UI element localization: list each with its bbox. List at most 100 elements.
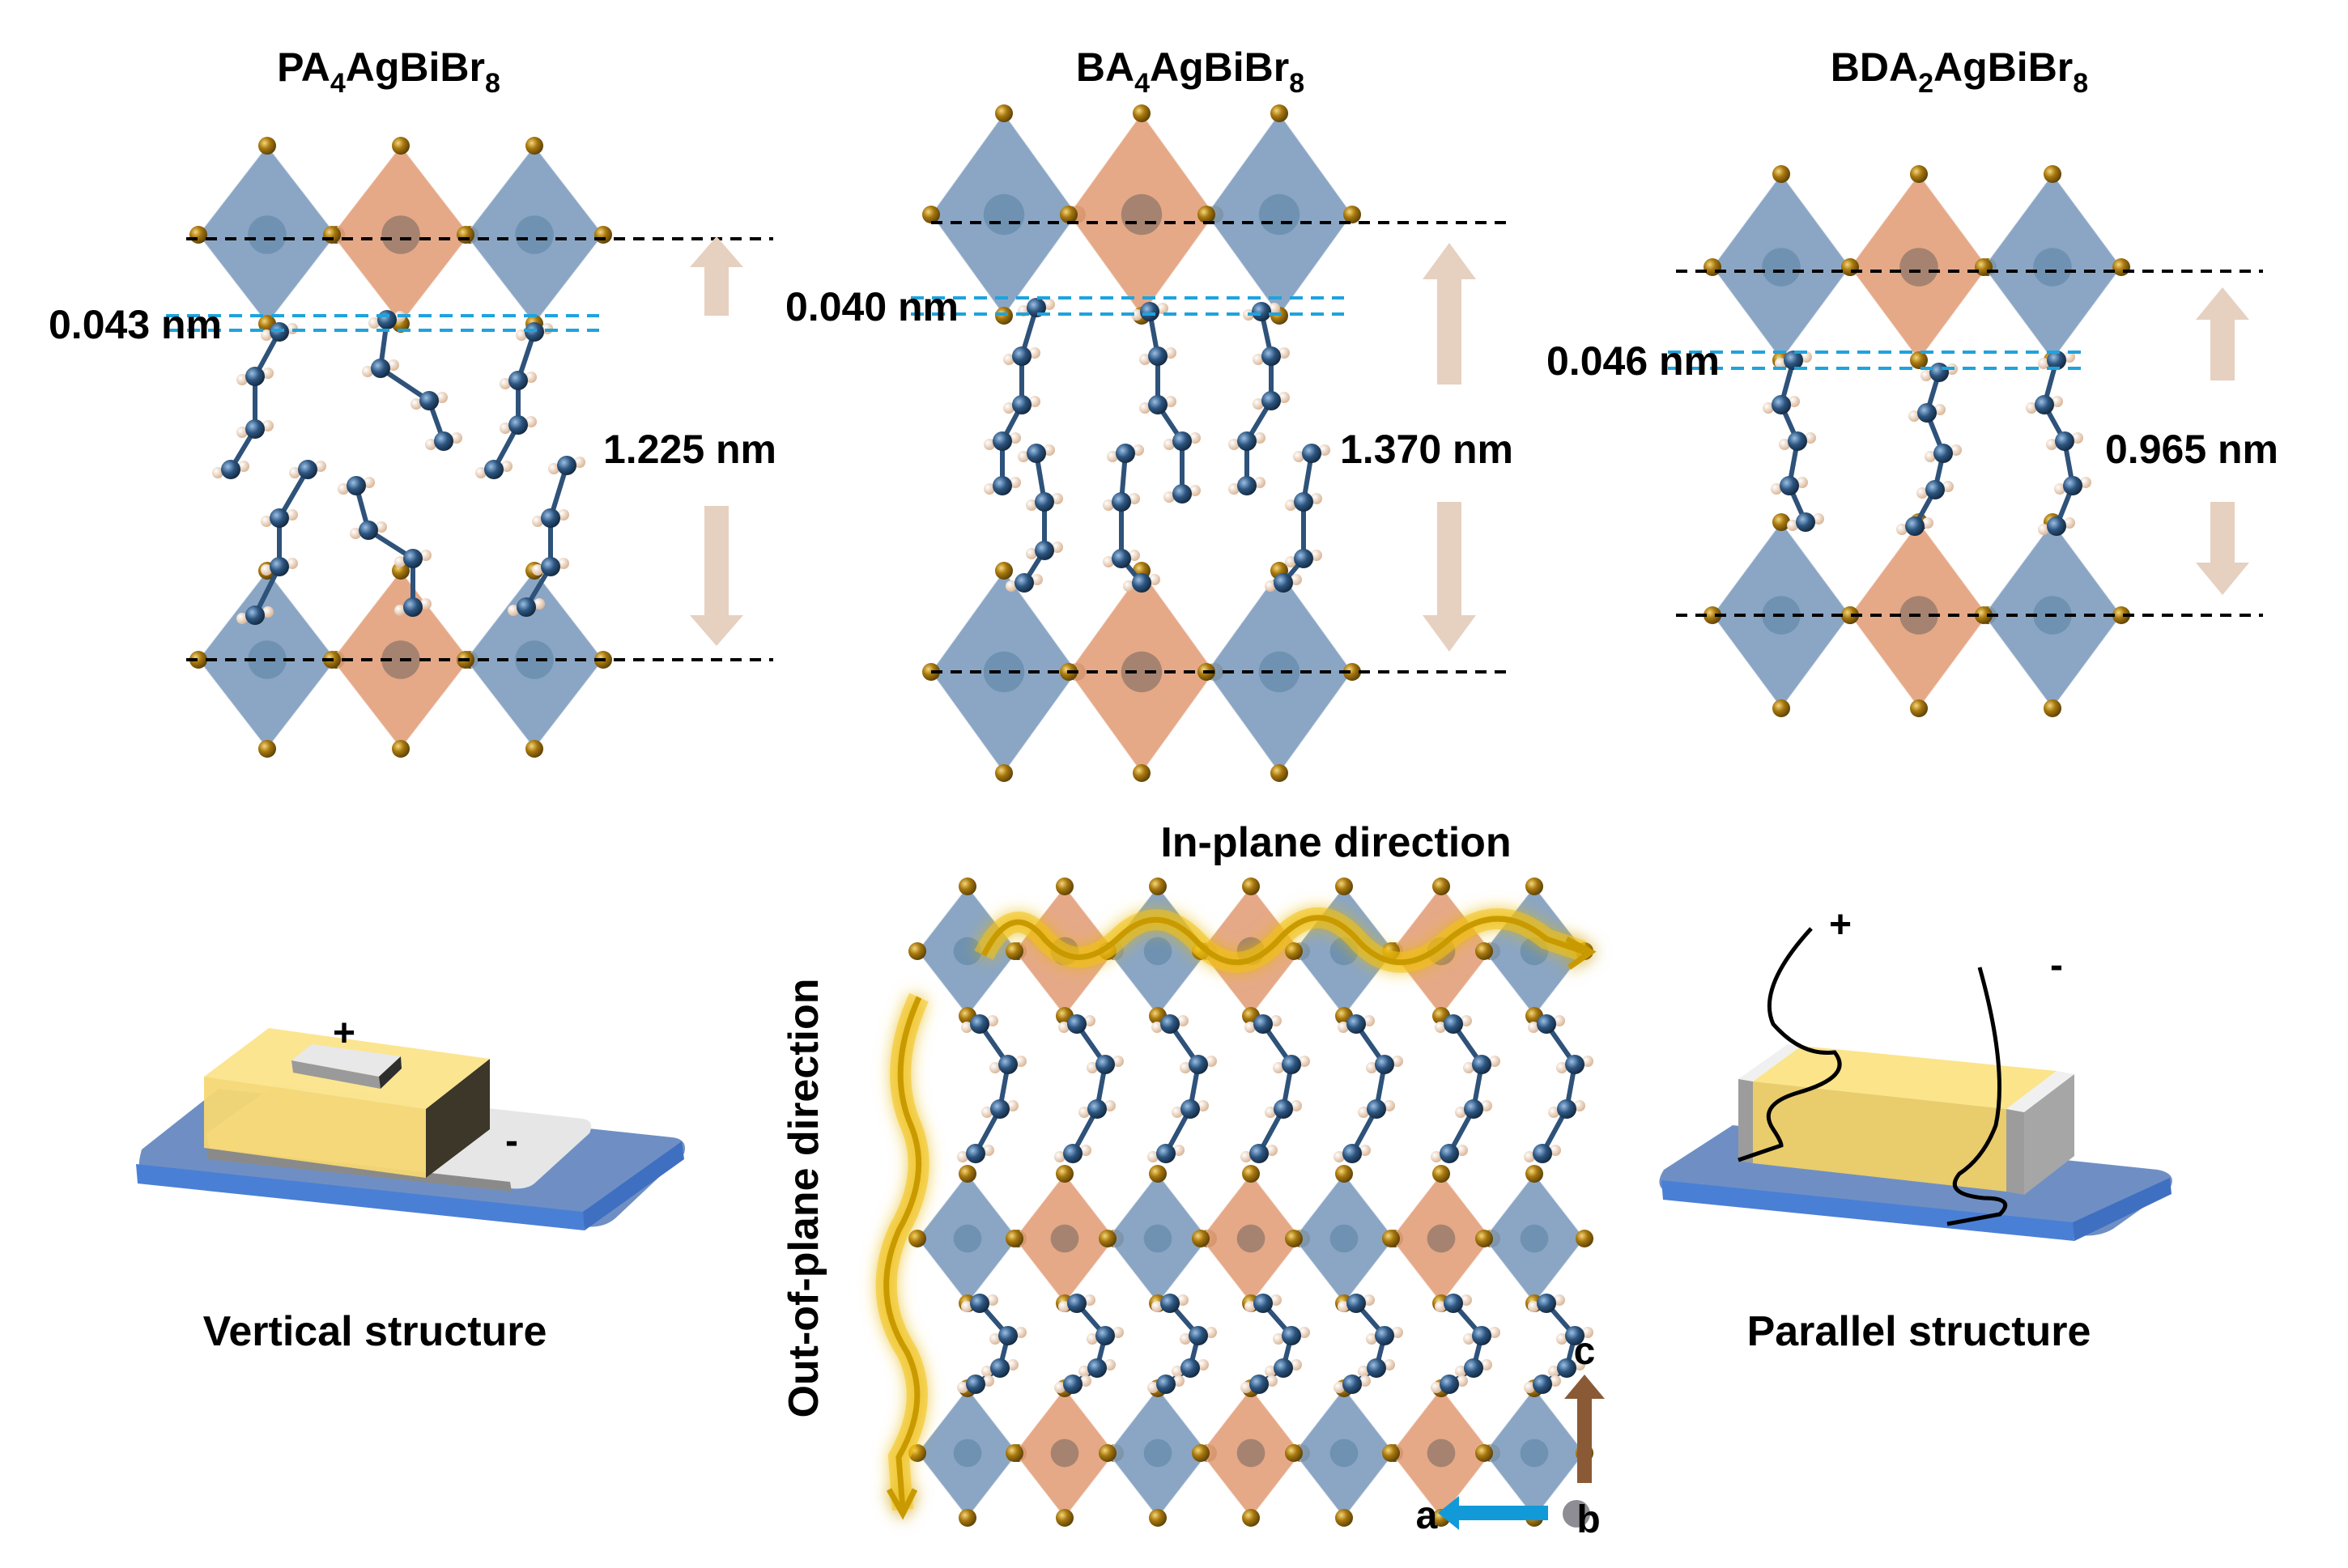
br-atom [1006, 1230, 1023, 1247]
top-electrode [291, 1044, 401, 1077]
panel-title-bda2: BDA2AgBiBr8 [1831, 45, 2088, 99]
hydrogen-atom [957, 1382, 968, 1393]
br-atom [2044, 699, 2061, 717]
hydrogen-atom [1358, 1366, 1369, 1377]
hydrogen-atom [1550, 1375, 1561, 1387]
hydrogen-atom [1548, 1366, 1559, 1377]
hydrogen-atom [983, 1375, 994, 1387]
carbon-atom [1788, 431, 1807, 451]
carbon-atom [1367, 1099, 1386, 1119]
hydrogen-atom [1392, 1327, 1403, 1338]
nitrogen-atom [1784, 351, 1803, 370]
hydrogen-atom [364, 477, 375, 488]
br-atom [1149, 1165, 1167, 1183]
hydrogen-atom [1461, 1015, 1472, 1026]
hydrogen-atom [1463, 1062, 1474, 1073]
br-atom [1149, 877, 1167, 895]
hydrogen-atom [1556, 1062, 1567, 1073]
br-atom [959, 1509, 976, 1527]
hbond-gap-label: 0.046 nm [1546, 338, 1720, 384]
metal-center-atom [1899, 248, 1938, 287]
perovskite-film-side [426, 1059, 490, 1178]
distance-arrow-up [1423, 243, 1476, 385]
hydrogen-atom [574, 457, 585, 468]
hydrogen-atom [368, 317, 380, 329]
hydrogen-atom [1165, 396, 1176, 407]
in-plane-transport-path [980, 915, 1584, 966]
hydrogen-atom [1278, 347, 1290, 359]
nitrogen-atom [1160, 1294, 1180, 1313]
bond [379, 366, 431, 403]
br-atom [1704, 606, 1721, 624]
br-atom [525, 740, 543, 758]
hydrogen-atom [350, 528, 361, 539]
hydrogen-atom [1189, 432, 1201, 444]
hydrogen-atom [1270, 1015, 1282, 1026]
hydrogen-atom [1787, 520, 1798, 531]
metal-center-atom [1329, 1438, 1359, 1468]
hydrogen-atom [1319, 444, 1330, 456]
hydrogen-atom [1528, 1022, 1539, 1033]
hydrogen-atom [2026, 402, 2037, 414]
br-atom [1841, 606, 1859, 624]
a-axis-label: a [1416, 1494, 1438, 1537]
br-atom [1525, 877, 1543, 895]
carbon-atom [508, 415, 528, 435]
br-atom [1910, 351, 1928, 369]
carbon-atom [245, 419, 265, 439]
hydrogen-atom [1359, 1375, 1371, 1387]
hydrogen-atom [1896, 524, 1908, 535]
hydrogen-atom [1206, 1056, 1217, 1067]
nitrogen-atom [1905, 516, 1925, 536]
hydrogen-atom [289, 467, 300, 478]
br-atom [525, 137, 543, 155]
left-electrode [1738, 1079, 1753, 1163]
hydrogen-atom [1003, 402, 1014, 414]
hydrogen-atom [1265, 1107, 1276, 1118]
hydrogen-atom [1052, 542, 1063, 553]
hydrogen-atom [1291, 1100, 1302, 1111]
hydrogen-atom [500, 423, 511, 434]
hydrogen-atom [1206, 1327, 1217, 1338]
hydrogen-atom [525, 372, 537, 383]
hydrogen-atom [2080, 477, 2091, 488]
hydrogen-atom [1163, 491, 1175, 503]
hydrogen-atom [261, 516, 272, 527]
hydrogen-atom [1007, 1100, 1019, 1111]
hydrogen-atom [1228, 439, 1240, 450]
hydrogen-atom [1481, 1359, 1492, 1370]
hydrogen-atom [1112, 1056, 1124, 1067]
metal-center-atom [953, 1438, 982, 1468]
carbon-atom [1294, 492, 1313, 512]
hydrogen-atom [1044, 299, 1055, 310]
br-atom [908, 942, 926, 960]
hydrogen-atom [1524, 1151, 1535, 1162]
hydrogen-atom [1058, 1022, 1070, 1033]
hydrogen-atom [1015, 1327, 1027, 1338]
hydrogen-atom [362, 366, 373, 377]
hydrogen-atom [1197, 1100, 1209, 1111]
carbon-atom [1237, 431, 1257, 451]
hydrogen-atom [1457, 1145, 1468, 1156]
br-atom [1432, 877, 1450, 895]
hbond-gap-label: 0.040 nm [785, 284, 959, 329]
hydrogen-atom [1934, 404, 1946, 415]
structure-bda2 [1704, 165, 2130, 717]
hydrogen-atom [1015, 1056, 1027, 1067]
nitrogen-atom [1160, 1014, 1180, 1034]
hydrogen-atom [1058, 1301, 1070, 1312]
hydrogen-atom [987, 1015, 998, 1026]
hydrogen-atom [1813, 513, 1824, 525]
br-atom [1910, 699, 1928, 717]
carbon-atom [1557, 1358, 1576, 1378]
carbon-atom [1112, 549, 1131, 568]
br-atom [1525, 1165, 1543, 1183]
carbon-atom [1565, 1055, 1584, 1074]
carbon-atom [1464, 1358, 1483, 1378]
hydrogen-atom [1032, 574, 1043, 585]
panel-title-pa4: PA4AgBiBr8 [277, 45, 500, 99]
distance-arrow-up [690, 236, 743, 316]
carbon-atom [1148, 346, 1168, 366]
hydrogen-atom [436, 392, 448, 403]
carbon-atom [2035, 395, 2054, 414]
